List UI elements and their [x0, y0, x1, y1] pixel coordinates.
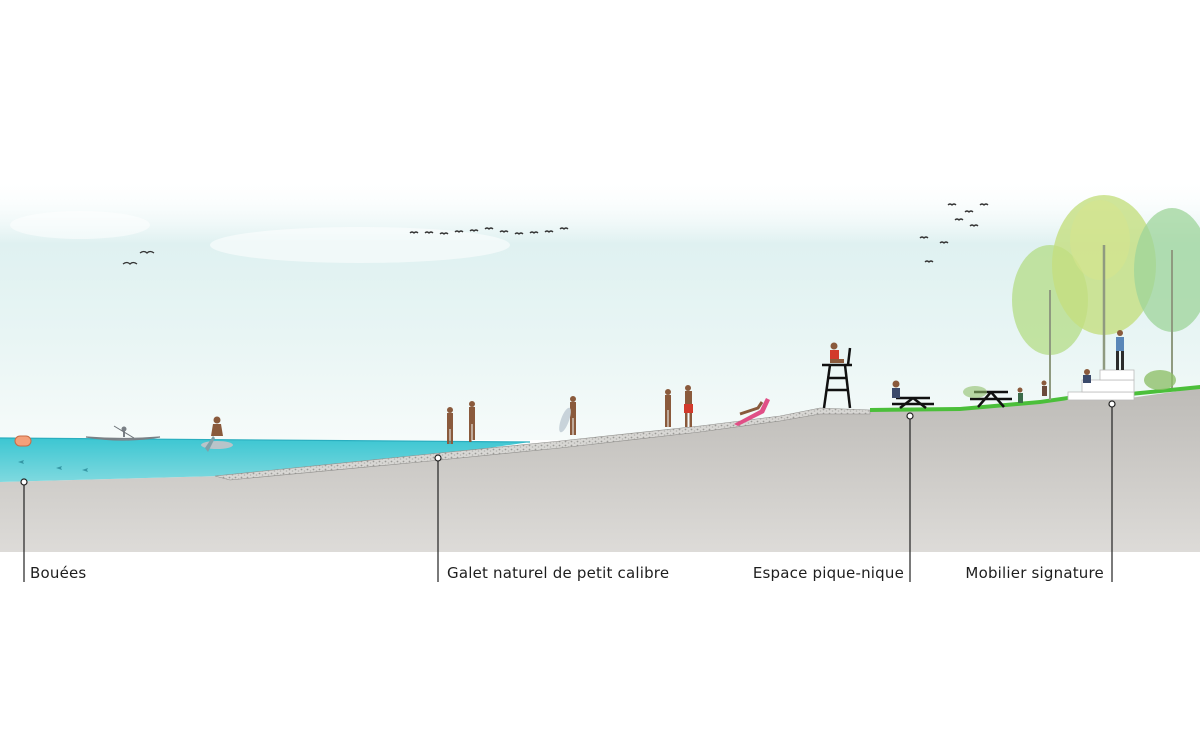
callout-label-buoys: Bouées — [30, 564, 87, 582]
water-body — [0, 438, 530, 482]
beach-people — [447, 385, 770, 444]
kayak-icon — [85, 425, 161, 441]
tree — [1052, 195, 1156, 390]
buoy-icon — [14, 435, 32, 447]
shrubs — [963, 370, 1176, 398]
water-surface — [0, 437, 531, 443]
callout-label-picnic: Espace pique-nique — [752, 564, 904, 582]
callout-leader-furniture — [1108, 400, 1116, 582]
callout-leader-buoys — [20, 478, 28, 582]
lifeguard-chair — [822, 347, 852, 409]
signature-furniture — [1067, 369, 1135, 401]
picnic-person — [892, 380, 900, 398]
lifeguard-figure — [830, 342, 844, 363]
furniture-people — [1083, 330, 1124, 383]
gravel-layer — [214, 407, 871, 481]
tree — [1134, 208, 1200, 388]
bird-flock — [122, 203, 989, 265]
fish-icon — [18, 460, 88, 472]
sky — [0, 178, 1200, 440]
callout-leader-gravel — [434, 454, 442, 582]
child-figures — [1017, 380, 1047, 403]
cloud — [10, 211, 150, 239]
callout-label-furniture: Mobilier signature — [965, 564, 1104, 582]
callout-leader-picnic — [906, 412, 914, 582]
swimmer-figure — [201, 416, 233, 452]
callout-label-gravel: Galet naturel de petit calibre — [447, 564, 670, 582]
picnic-table — [892, 396, 934, 409]
cloud — [210, 227, 510, 263]
grass-strip — [1130, 385, 1200, 396]
ground-section — [0, 388, 1200, 552]
grass-strip — [870, 396, 1068, 412]
